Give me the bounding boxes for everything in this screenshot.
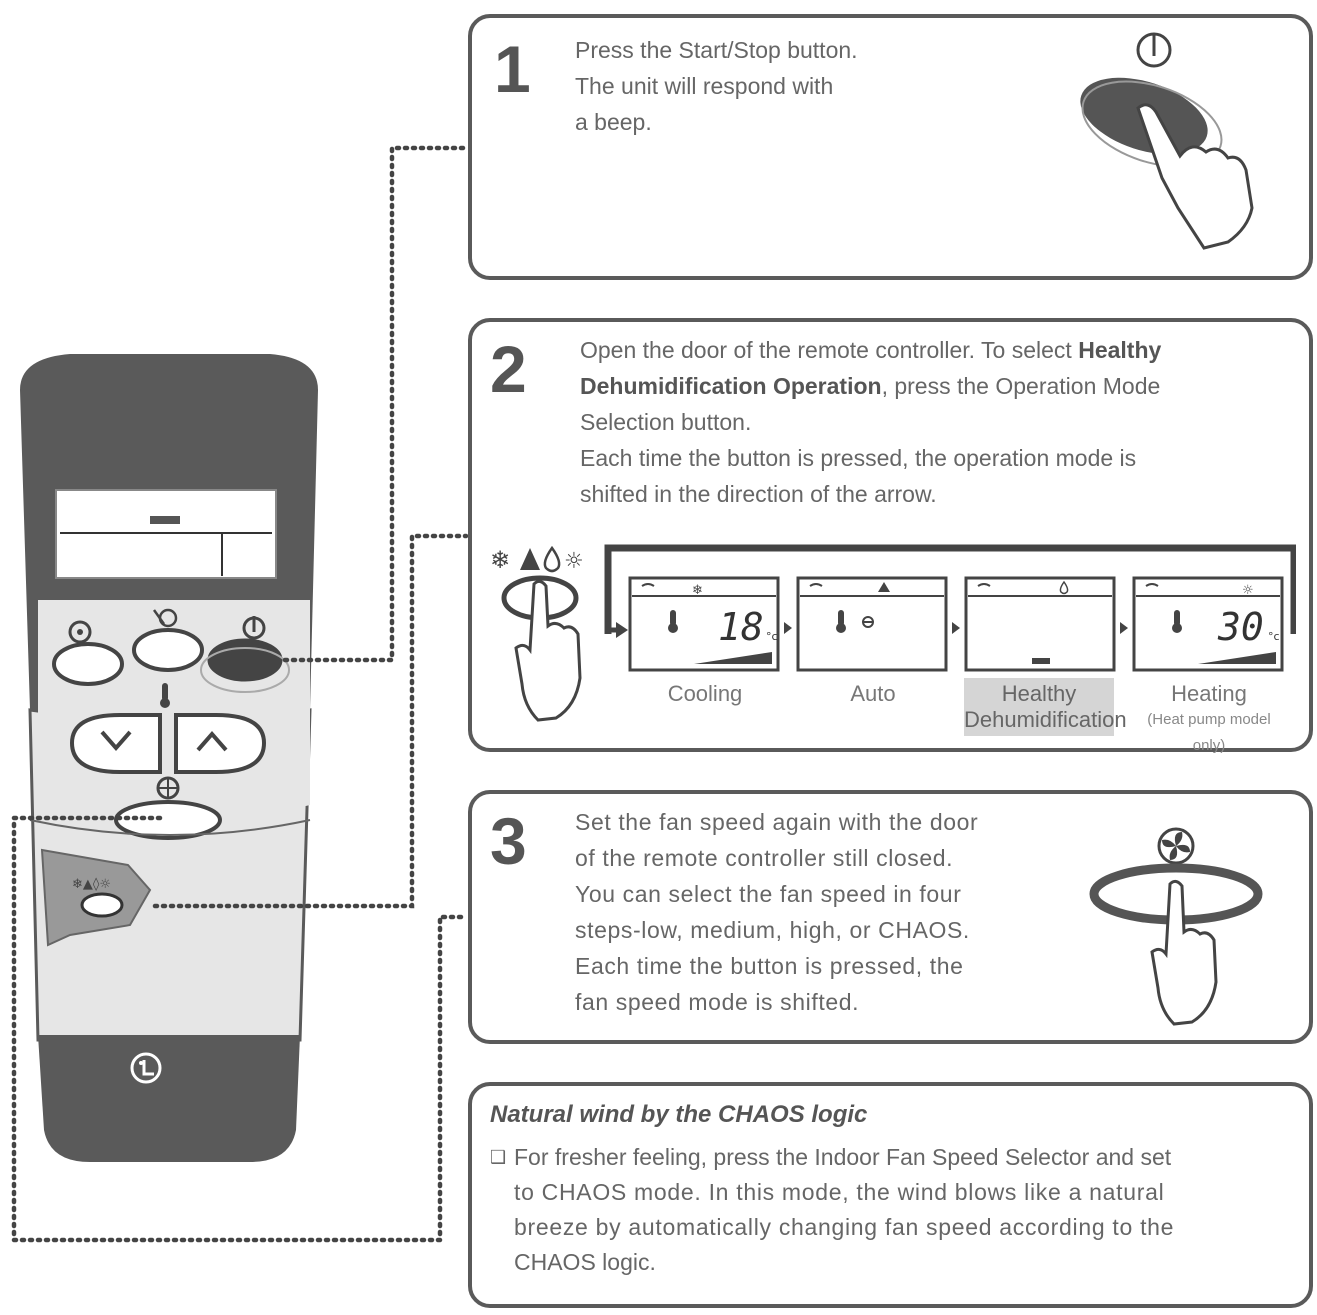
cooling-display: ❄ 18 °c [628,576,780,672]
drop-icon [543,545,561,573]
step2-number: 2 [490,332,527,406]
svg-text:°c: °c [1268,630,1280,643]
fan-icon [156,776,180,800]
step3-text: Set the fan speed again with the door of… [575,809,979,1015]
pointing-hand-icon [1136,103,1254,250]
svg-text:❄: ❄ [490,546,510,574]
mode-label-heating: Heating (Heat pump model only) [1147,681,1271,754]
thermometer-icon [1172,610,1182,633]
airflow-icon [152,608,178,628]
air-direction-button[interactable] [132,628,204,672]
temp-up-button[interactable] [196,730,228,752]
mode-cycle-arrow [604,544,1296,638]
step2-text: Open the door of the remote controller. … [580,337,1162,507]
lg-logo-icon [130,1052,162,1084]
mode-displays: ❄ 18 °c ☼ 30 °c [628,576,1284,672]
heating-display: ☼ 30 °c [1132,576,1284,672]
mode-label-auto: Auto [850,681,896,706]
bullet-icon: ❑ [490,1147,507,1167]
svg-text:❄▲◊☼: ❄▲◊☼ [72,877,111,892]
temp-down-button[interactable] [100,730,132,752]
fan-speed-button[interactable] [114,800,222,840]
mode-label-healthy-dehumidification: Healthy Dehumidification [964,678,1127,736]
chaos-title: Natural wind by the CHAOS logic [490,1101,868,1128]
dehumidification-display [964,576,1116,672]
svg-text:❄: ❄ [692,583,703,598]
fan-icon [1157,827,1195,865]
step2-box [468,318,1313,752]
pointing-hand-icon [1150,879,1218,1026]
step1-number: 1 [494,32,531,106]
thermometer-icon [668,610,678,633]
pointing-hand-icon [514,579,582,722]
start-stop-press-illustration [1080,32,1254,250]
svg-text:☼: ☼ [1242,583,1254,598]
mode-label-cooling: Cooling [667,681,743,706]
sun-icon: ☼ [564,549,584,574]
thermometer-icon [160,683,170,708]
thermometer-icon [836,610,846,633]
step3-number: 3 [490,804,527,878]
mode-button-illustration: ❄ ☼ [490,545,584,722]
remote-controller: ❄▲◊☼ [20,354,318,1162]
power-icon [242,616,266,640]
power-icon [1136,32,1172,68]
heating-temp-value: 30 [1217,605,1264,649]
healthy-dehum-icon [520,548,540,570]
chaos-body: ❑ For fresher feeling, press the Indoor … [490,1140,1280,1280]
jet-mode-button[interactable] [52,642,124,686]
auto-display [796,576,948,672]
operation-mode-button[interactable] [80,892,124,918]
fan-swirl-icon [68,620,92,644]
connector-lines [11,145,469,1243]
snowflake-icon: ❄ [490,546,510,574]
cooling-temp-value: 18 [718,605,764,649]
step1-text: Press the Start/Stop button. The unit wi… [575,37,858,135]
svg-text:☼: ☼ [564,549,584,574]
chaos-box [468,1082,1313,1308]
svg-text:°c: °c [766,630,778,643]
fan-speed-press-illustration [1089,827,1263,1026]
